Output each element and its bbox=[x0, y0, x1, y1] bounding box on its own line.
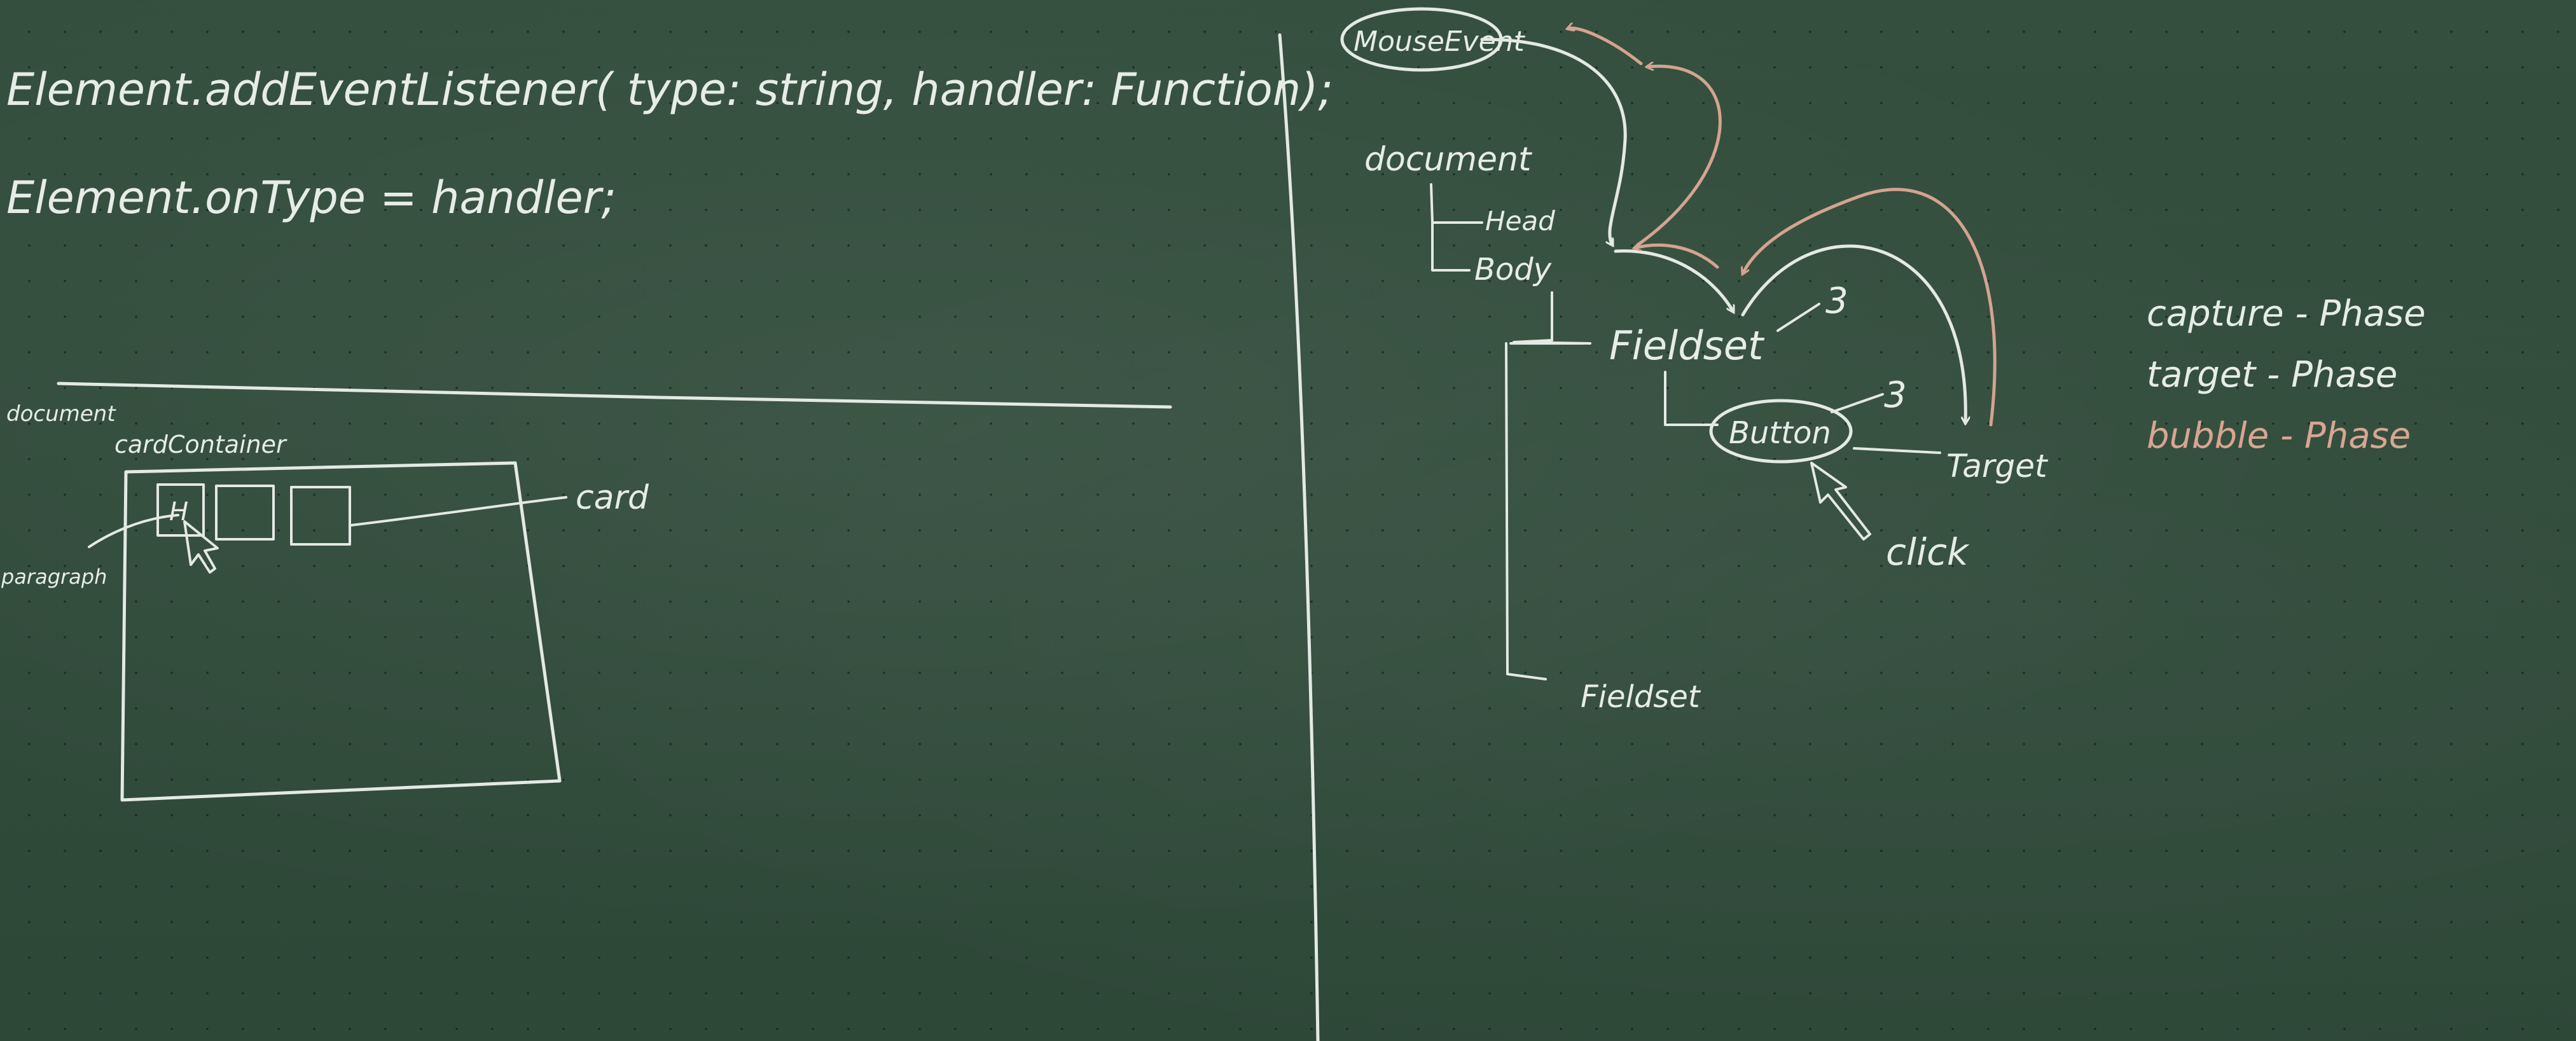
marker-fieldset: 3 bbox=[1825, 280, 1848, 322]
marker-button: 3 bbox=[1884, 375, 1907, 416]
marker-line-button bbox=[1831, 393, 1884, 413]
dom-event-label: MouseEvent bbox=[1354, 25, 1526, 58]
tree-branch-head bbox=[1430, 183, 1483, 224]
capture-arrow-body-to-fieldset bbox=[1614, 249, 1733, 312]
sketch-card-label: card bbox=[576, 479, 649, 517]
bubble-arrow-target-to-fieldset bbox=[1743, 188, 1997, 427]
dom-click-label: click bbox=[1886, 530, 1970, 574]
tree-branch-body bbox=[1431, 221, 1471, 272]
card-container-box bbox=[120, 461, 562, 802]
click-cursor-icon bbox=[1810, 462, 1871, 541]
capture-arrow-fieldset-to-target bbox=[1741, 244, 1965, 423]
button-ellipse bbox=[1709, 399, 1853, 464]
sketch-paragraph-label: paragraph bbox=[1, 565, 107, 589]
dom-document-label: document bbox=[1364, 141, 1532, 179]
tree-branch-button bbox=[1664, 371, 1719, 426]
dom-fieldset-label: Fieldset bbox=[1609, 322, 1765, 369]
sketch-document-label: document bbox=[6, 401, 116, 427]
dom-target-label: Target bbox=[1946, 448, 2049, 485]
code-separator-line bbox=[57, 382, 1172, 409]
legend-capture-phase: capture - Phase bbox=[2147, 293, 2426, 334]
legend-bubble-phase: bubble - Phase bbox=[2147, 415, 2411, 457]
target-pointer-line bbox=[1853, 447, 1941, 454]
board-divider-line bbox=[1278, 33, 1320, 1041]
bubble-arrow-to-event-top bbox=[1568, 28, 1643, 65]
bubble-arrow-fieldset-to-body bbox=[1635, 245, 1719, 269]
tree-branch-fieldset-2 bbox=[1505, 342, 1547, 680]
card-box-1 bbox=[156, 483, 205, 537]
card-box-2 bbox=[215, 485, 275, 541]
marker-line-fieldset bbox=[1776, 303, 1820, 332]
legend-target-phase: target - Phase bbox=[2147, 354, 2397, 396]
dom-button-label: Button bbox=[1729, 415, 1831, 451]
capture-arrow-event-to-document bbox=[1480, 38, 1627, 245]
tree-branch-fieldset bbox=[1513, 291, 1591, 345]
code-line-ontype: Element.onType = handler; bbox=[6, 172, 616, 224]
card-pointer-line bbox=[350, 496, 567, 527]
dom-head-label: Head bbox=[1485, 205, 1555, 237]
bubble-arrow-body-to-event bbox=[1636, 66, 1722, 247]
dom-fieldset-2-label: Fieldset bbox=[1581, 679, 1701, 715]
mouse-cursor-icon bbox=[183, 520, 219, 574]
card-box-3 bbox=[290, 486, 351, 546]
paragraph-pointer-line bbox=[88, 514, 179, 548]
dom-body-label: Body bbox=[1474, 252, 1552, 287]
sketch-cardcontainer-label: cardContainer bbox=[114, 431, 287, 458]
code-line-addeventlistener: Element.addEventListener( type: string, … bbox=[6, 64, 1333, 116]
